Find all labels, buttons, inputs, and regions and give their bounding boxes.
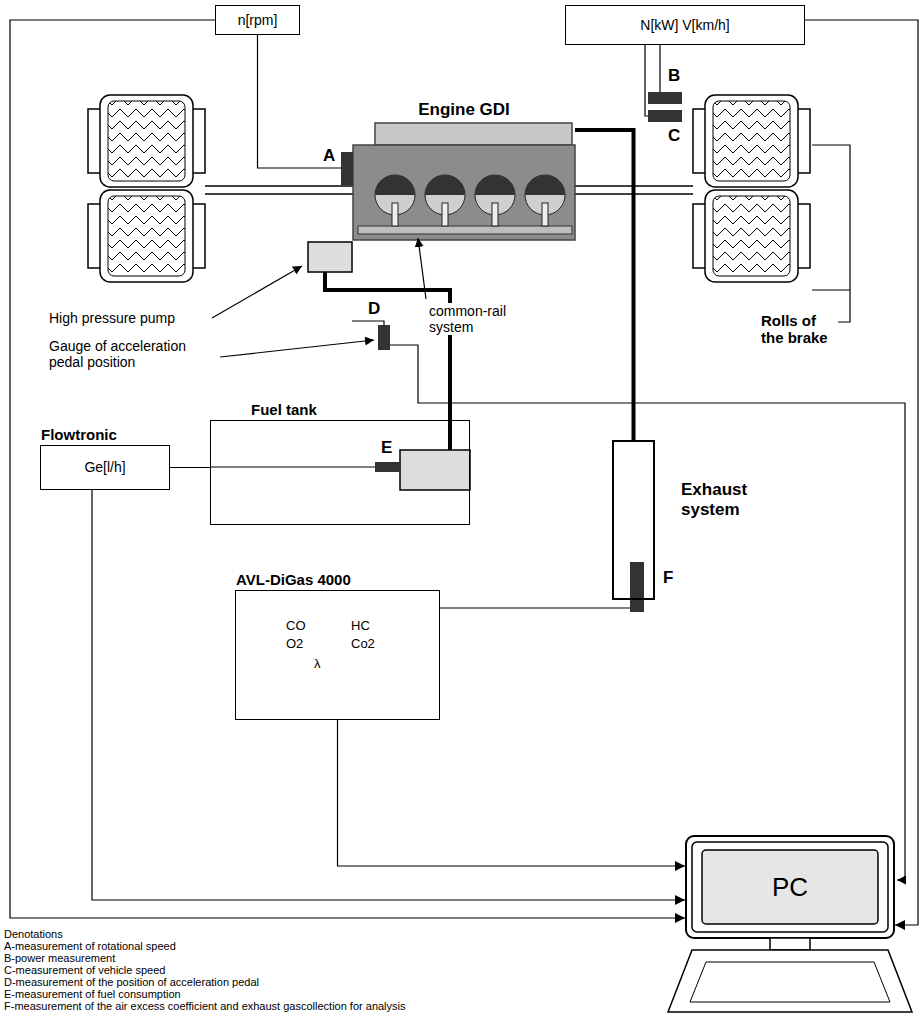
part-label: High pressure pump xyxy=(48,310,176,326)
brake-roll xyxy=(693,190,810,282)
leader-line xyxy=(220,340,374,357)
pedal-sensor xyxy=(390,345,905,880)
lambda-probe xyxy=(630,562,644,612)
node-label: Ge[l/h] xyxy=(84,459,125,475)
wheel xyxy=(88,95,205,282)
signal-wire xyxy=(92,490,685,900)
power-sensors xyxy=(648,92,682,104)
node-heading: AVL-DiGas 4000 xyxy=(236,571,351,588)
brake-roll xyxy=(693,95,810,282)
computer xyxy=(702,850,878,924)
signal-wire xyxy=(258,35,354,168)
signal-wire xyxy=(805,20,918,925)
denotation-text: C-measurement of vehicle speed xyxy=(3,964,166,977)
denotation-text: F-measurement of the air excess coeffici… xyxy=(3,1000,407,1013)
signal-wire xyxy=(338,720,686,866)
bracket xyxy=(812,289,850,290)
exhaust-pipe: Exhaust system xyxy=(612,440,655,600)
callout-letter: C xyxy=(667,126,681,146)
node-label: CO xyxy=(286,619,306,634)
signal-wire xyxy=(10,20,685,918)
part-label: Rolls of the brake xyxy=(760,312,838,347)
part-label: common-rail system xyxy=(428,303,512,335)
computer xyxy=(668,950,912,1012)
engine-block xyxy=(353,123,575,240)
signal-wire xyxy=(170,467,210,468)
tank-pump xyxy=(400,450,470,490)
cylinder xyxy=(442,203,448,226)
engine-block xyxy=(353,145,575,240)
callout-letter: F xyxy=(662,568,674,588)
signal-wire xyxy=(440,600,638,608)
node-heading: Exhaust system xyxy=(681,480,761,519)
callout-letter: E xyxy=(380,438,393,458)
callout-letter: A xyxy=(322,146,336,166)
cylinder xyxy=(375,175,565,226)
callout-letter: B xyxy=(667,66,681,86)
node-heading: Fuel tank xyxy=(251,401,317,418)
pedal-sensor xyxy=(352,321,905,880)
part-label: Gauge of acceleration pedal position xyxy=(48,338,215,370)
tank-pump xyxy=(210,450,470,490)
computer xyxy=(690,962,890,1002)
node-label: PC xyxy=(772,873,808,903)
computer xyxy=(692,842,888,932)
denotation-text: B-power measurement xyxy=(3,952,116,965)
brake-roll xyxy=(693,95,810,187)
computer xyxy=(668,836,912,1012)
leader-line xyxy=(418,238,426,299)
denotation-text: A-measurement of rotational speed xyxy=(3,940,177,953)
flowmeter-box: FlowtronicGe[l/h] xyxy=(40,445,170,490)
wheel xyxy=(88,95,205,187)
tank-pump xyxy=(375,462,400,472)
node-heading: Engine GDI xyxy=(418,100,510,120)
cylinder xyxy=(542,203,548,226)
power-sensors xyxy=(645,45,648,116)
exhaust-pipe-line xyxy=(575,130,634,440)
computer: PC xyxy=(685,836,895,940)
speed-sensor xyxy=(341,152,353,185)
fuel-line xyxy=(325,272,450,450)
node-label: N[kW] V[km/h] xyxy=(640,17,729,33)
node-label: Co2 xyxy=(351,637,375,652)
computer xyxy=(686,836,894,938)
gas-analyzer: AVL-DiGas 4000COHCO2Co2λ xyxy=(235,590,440,720)
node-label: λ xyxy=(314,657,321,672)
computer xyxy=(770,938,810,950)
engine: Engine GDI xyxy=(353,123,575,240)
cylinder xyxy=(492,203,498,226)
power-sensors xyxy=(645,45,682,122)
node-label: HC xyxy=(351,619,370,634)
cylinder xyxy=(392,203,398,226)
node-label: O2 xyxy=(286,637,303,652)
engine-block xyxy=(375,123,572,145)
power-sensors xyxy=(659,45,660,92)
high-pressure-pump xyxy=(308,242,352,272)
engine-block xyxy=(358,226,572,234)
leader-line xyxy=(212,266,302,318)
bracket xyxy=(812,145,850,322)
denotation-text: Denotations xyxy=(3,928,64,941)
callout-letter: D xyxy=(367,299,381,319)
node-heading: Flowtronic xyxy=(41,426,117,443)
pedal-sensor xyxy=(352,321,384,325)
readout-box: N[kW] V[km/h] xyxy=(565,5,805,45)
leader-line xyxy=(212,238,426,357)
fuel-tank: Fuel tank xyxy=(210,420,470,525)
denotation-text: E-measurement of fuel consumption xyxy=(3,988,182,1001)
pedal-sensor xyxy=(378,325,390,350)
power-sensors xyxy=(648,110,682,122)
tank-pump xyxy=(210,466,375,467)
readout-box: n[rpm] xyxy=(215,5,300,35)
node-label: n[rpm] xyxy=(238,12,278,28)
wheel xyxy=(88,190,205,282)
cylinder xyxy=(375,175,565,195)
denotation-text: D-measurement of the position of acceler… xyxy=(3,976,260,989)
